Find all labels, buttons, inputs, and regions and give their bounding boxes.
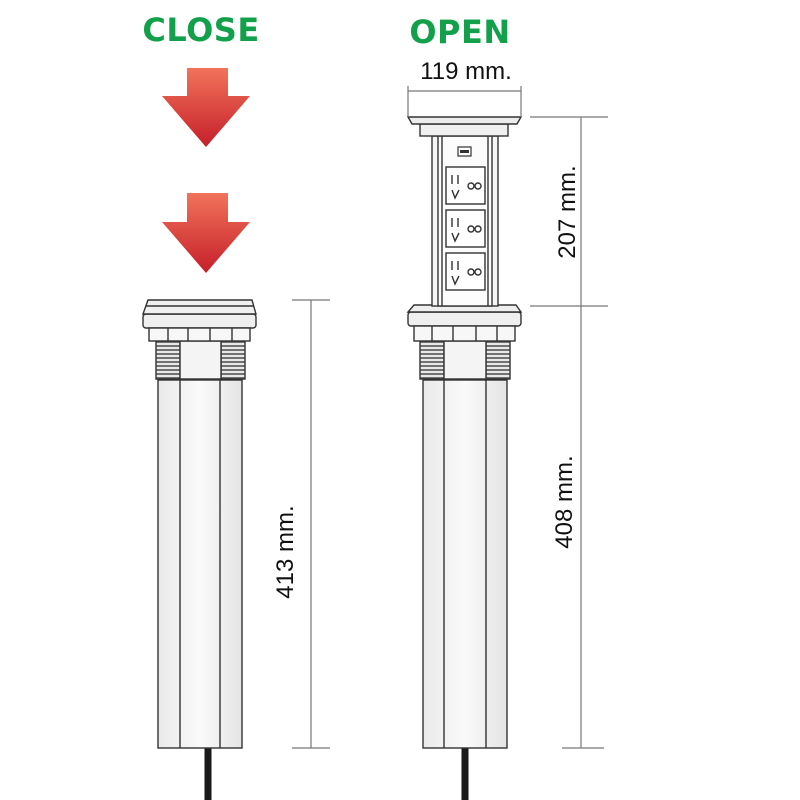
arrow-down-icon <box>162 193 250 273</box>
base-height-dimension-label: 408 mm. <box>551 455 578 548</box>
power-outlet-icon <box>445 252 486 291</box>
open-label: OPEN <box>409 13 510 51</box>
usb-port-icon <box>457 146 472 157</box>
closed-height-dimension-label: 413 mm. <box>272 505 299 598</box>
closed-socket-unit <box>142 299 257 800</box>
open-height-dimension-label: 207 mm. <box>554 165 581 258</box>
dimension-lines <box>292 86 608 749</box>
arrow-down-icon <box>162 68 250 147</box>
close-label: CLOSE <box>142 11 259 49</box>
power-outlet-icon <box>445 209 486 248</box>
width-dimension-label: 119 mm. <box>420 58 512 85</box>
power-outlet-icon <box>445 166 486 205</box>
